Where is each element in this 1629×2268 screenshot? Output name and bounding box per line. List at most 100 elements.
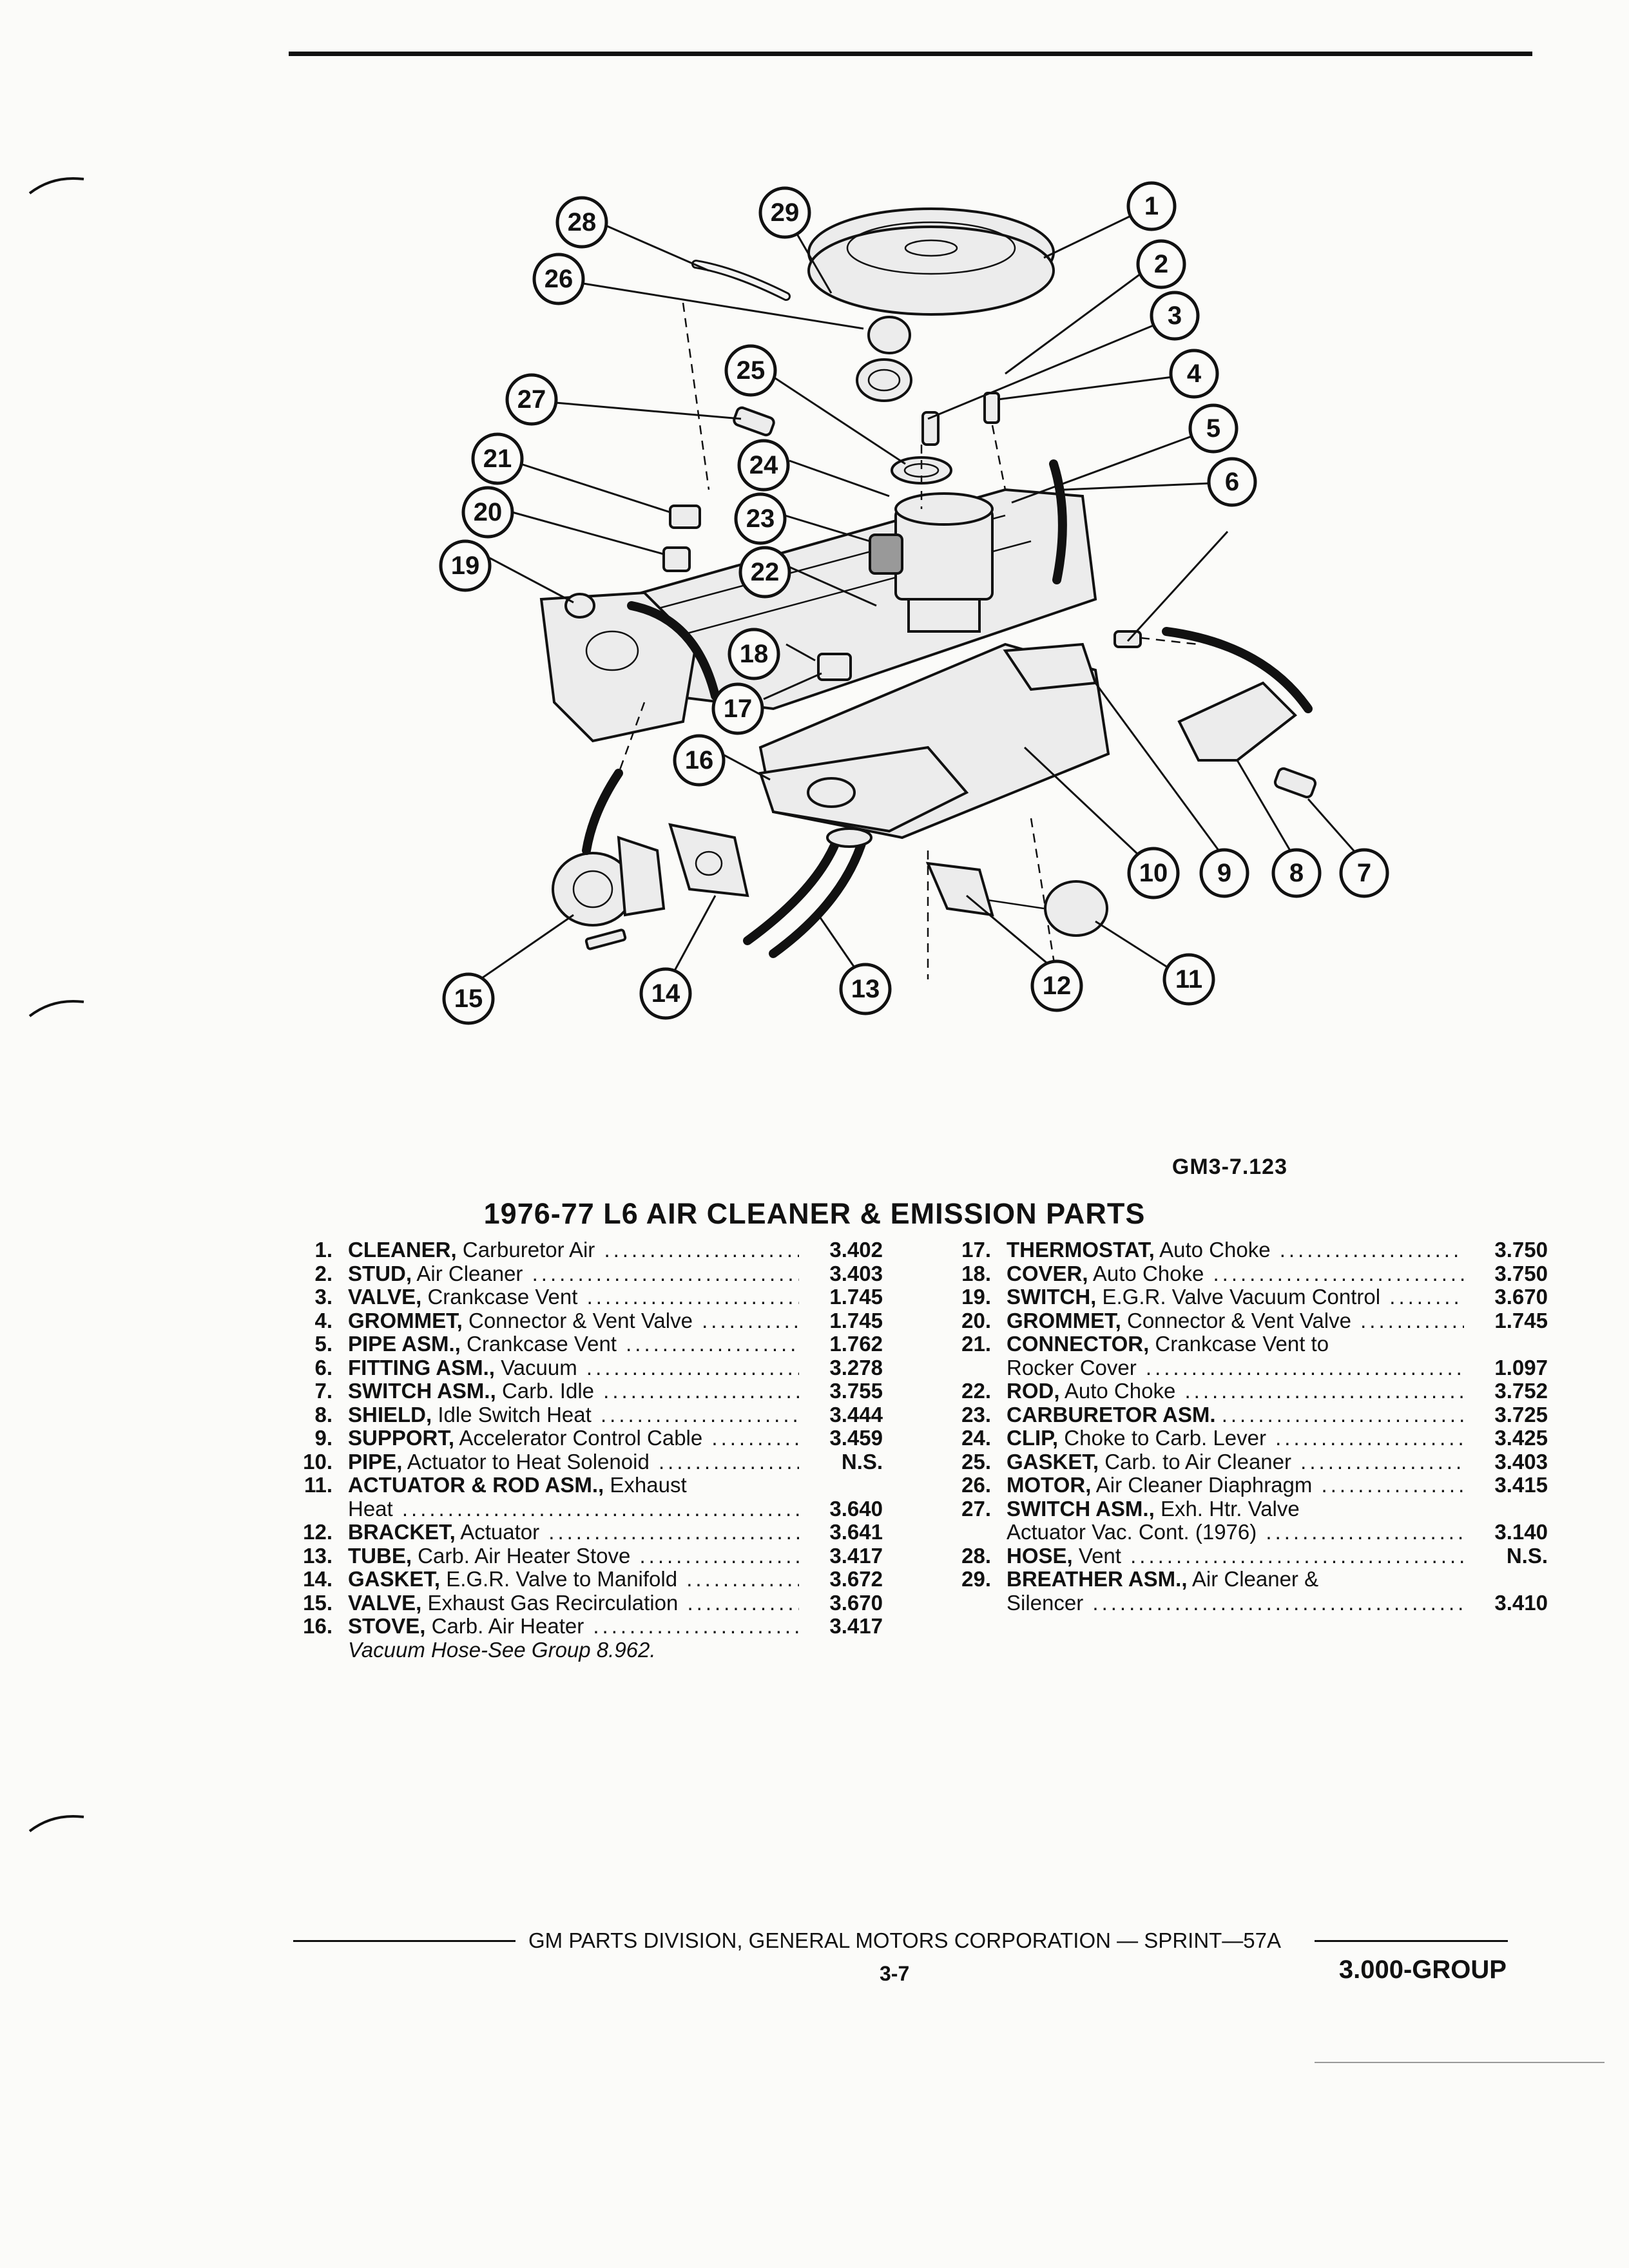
part-number: 12. — [303, 1520, 333, 1544]
part-description-cont: Actuator Vac. Cont. (1976) .............… — [1007, 1521, 1464, 1544]
part-number: 16. — [303, 1614, 333, 1638]
part-detail: Auto Choke — [1064, 1379, 1176, 1403]
part-detail: Actuator — [460, 1521, 540, 1544]
part-group-code: 3.140 — [1494, 1520, 1548, 1544]
part-detail: Exhaust Gas Recirculation — [427, 1591, 679, 1615]
part-detail: Carburetor Air — [462, 1238, 595, 1262]
part-detail: Auto Choke — [1092, 1262, 1204, 1285]
part-name: THERMOSTAT, — [1007, 1238, 1155, 1262]
leader-dots: ........................................… — [586, 1356, 799, 1379]
part-description: CLEANER, Carburetor Air ................… — [348, 1238, 799, 1262]
part-row: 7.SWITCH ASM., Carb. Idle ..............… — [251, 1379, 883, 1403]
part-description: SHIELD, Idle Switch Heat ...............… — [348, 1403, 799, 1427]
part-name: GASKET, — [348, 1568, 441, 1591]
part-detail: Carb. Air Heater — [431, 1615, 584, 1638]
part-detail: Vent — [1078, 1544, 1121, 1568]
part-group-code: 1.097 — [1494, 1355, 1548, 1379]
engine-illustration — [539, 207, 1317, 980]
part-number: 11. — [304, 1473, 333, 1497]
bottom-rule — [1315, 2062, 1605, 2063]
part-name: BRACKET, — [348, 1521, 456, 1544]
part-group-code: 3.641 — [829, 1520, 883, 1544]
svg-text:7: 7 — [1357, 859, 1371, 887]
part-detail: E.G.R. Valve to Manifold — [446, 1568, 678, 1591]
part-detail-cont: Silencer — [1007, 1591, 1084, 1615]
callout-18: 18 — [728, 628, 780, 680]
svg-text:10: 10 — [1139, 859, 1168, 887]
part-description: COVER, Auto Choke ......................… — [1007, 1262, 1464, 1286]
part-description: PIPE ASM., Crankcase Vent ..............… — [348, 1332, 799, 1356]
part-group-code: 3.403 — [1494, 1449, 1548, 1474]
svg-text:14: 14 — [651, 979, 680, 1008]
part-group-code: 3.425 — [1494, 1426, 1548, 1450]
part-detail: E.G.R. Valve Vacuum Control — [1102, 1285, 1381, 1309]
part-detail: Accelerator Control Cable — [459, 1427, 703, 1450]
leader-dots: ........................................… — [1221, 1403, 1464, 1427]
part-row: 3.VALVE, Crankcase Vent ................… — [251, 1285, 883, 1309]
part-number: 23. — [961, 1402, 991, 1427]
part-description: BRACKET, Actuator ......................… — [348, 1521, 799, 1544]
callout-22: 22 — [738, 546, 791, 599]
leader-dots: ........................................… — [1145, 1356, 1464, 1379]
part-row: 22.ROD, Auto Choke .....................… — [910, 1379, 1548, 1403]
part-detail-cont: Rocker Cover — [1007, 1356, 1137, 1379]
callout-5: 5 — [1188, 403, 1239, 454]
part-group-code: 3.403 — [829, 1261, 883, 1285]
part-number: 29. — [961, 1567, 991, 1591]
part-name: CONNECTOR, — [1007, 1332, 1150, 1356]
part-detail: Crankcase Vent — [427, 1285, 578, 1309]
part-number: 22. — [961, 1379, 991, 1403]
part-name: PIPE ASM., — [348, 1332, 461, 1356]
part-name: SUPPORT, — [348, 1427, 455, 1450]
callout-2: 2 — [1136, 239, 1186, 289]
part-detail: Choke to Carb. Lever — [1064, 1427, 1266, 1450]
callout-21: 21 — [471, 432, 524, 485]
part-group-code: 3.402 — [829, 1238, 883, 1262]
part-row: 29.BREATHER ASM., Air Cleaner & — [910, 1567, 1548, 1591]
svg-text:22: 22 — [751, 558, 780, 586]
part-row: 24.CLIP, Choke to Carb. Lever ..........… — [910, 1426, 1548, 1450]
part-description: PIPE, Actuator to Heat Solenoid ........… — [348, 1450, 799, 1474]
part-description: MOTOR, Air Cleaner Diaphragm ...........… — [1007, 1474, 1464, 1497]
part-row: 25.GASKET, Carb. to Air Cleaner ........… — [910, 1450, 1548, 1474]
part-group-code: 1.745 — [829, 1308, 883, 1332]
part-number: 2. — [314, 1261, 333, 1285]
leader-dots: ........................................… — [1300, 1450, 1464, 1474]
part-description-cont: Silencer ...............................… — [1007, 1591, 1464, 1615]
part-number: 7. — [314, 1379, 333, 1403]
part-name: SWITCH, — [1007, 1285, 1097, 1309]
part-group-code: 3.670 — [1494, 1285, 1548, 1309]
part-description: VALVE, Exhaust Gas Recirculation .......… — [348, 1591, 799, 1615]
part-row: 27.SWITCH ASM., Exh. Htr. Valve — [910, 1497, 1548, 1521]
part-detail: Connector & Vent Valve — [1127, 1309, 1351, 1332]
part-number: 13. — [303, 1543, 333, 1568]
svg-text:25: 25 — [737, 356, 766, 385]
part-row: 5.PIPE ASM., Crankcase Vent ............… — [251, 1332, 883, 1356]
part-description: GASKET, E.G.R. Valve to Manifold .......… — [348, 1568, 799, 1591]
part-number: 27. — [961, 1496, 991, 1521]
callout-4: 4 — [1169, 349, 1219, 399]
part-description: SUPPORT, Accelerator Control Cable .....… — [348, 1427, 799, 1450]
leader-dots: ........................................… — [603, 1379, 799, 1403]
group-label: 3.000-GROUP — [1338, 1956, 1507, 1984]
callout-9: 9 — [1199, 848, 1249, 898]
part-number: 24. — [961, 1426, 991, 1450]
part-row: 23.CARBURETOR ASM. .....................… — [910, 1403, 1548, 1427]
part-number: 9. — [314, 1426, 333, 1450]
part-group-code: 3.672 — [829, 1567, 883, 1591]
part-name: VALVE, — [348, 1591, 422, 1615]
part-group-code: 3.444 — [829, 1402, 883, 1427]
part-name: BREATHER ASM., — [1007, 1568, 1188, 1591]
part-number: 8. — [314, 1402, 333, 1427]
part-name: STOVE, — [348, 1615, 426, 1638]
part-name: STUD, — [348, 1262, 412, 1285]
svg-text:23: 23 — [746, 505, 775, 533]
part-description: TUBE, Carb. Air Heater Stove ...........… — [348, 1544, 799, 1568]
part-number: 21. — [961, 1332, 991, 1356]
part-group-code: 3.417 — [829, 1543, 883, 1568]
part-name: PIPE, — [348, 1450, 403, 1474]
part-group-code: 3.640 — [829, 1496, 883, 1521]
part-detail: Crankcase Vent to — [1155, 1332, 1329, 1356]
part-description: CONNECTOR, Crankcase Vent to — [1007, 1332, 1464, 1356]
svg-text:15: 15 — [454, 985, 483, 1013]
